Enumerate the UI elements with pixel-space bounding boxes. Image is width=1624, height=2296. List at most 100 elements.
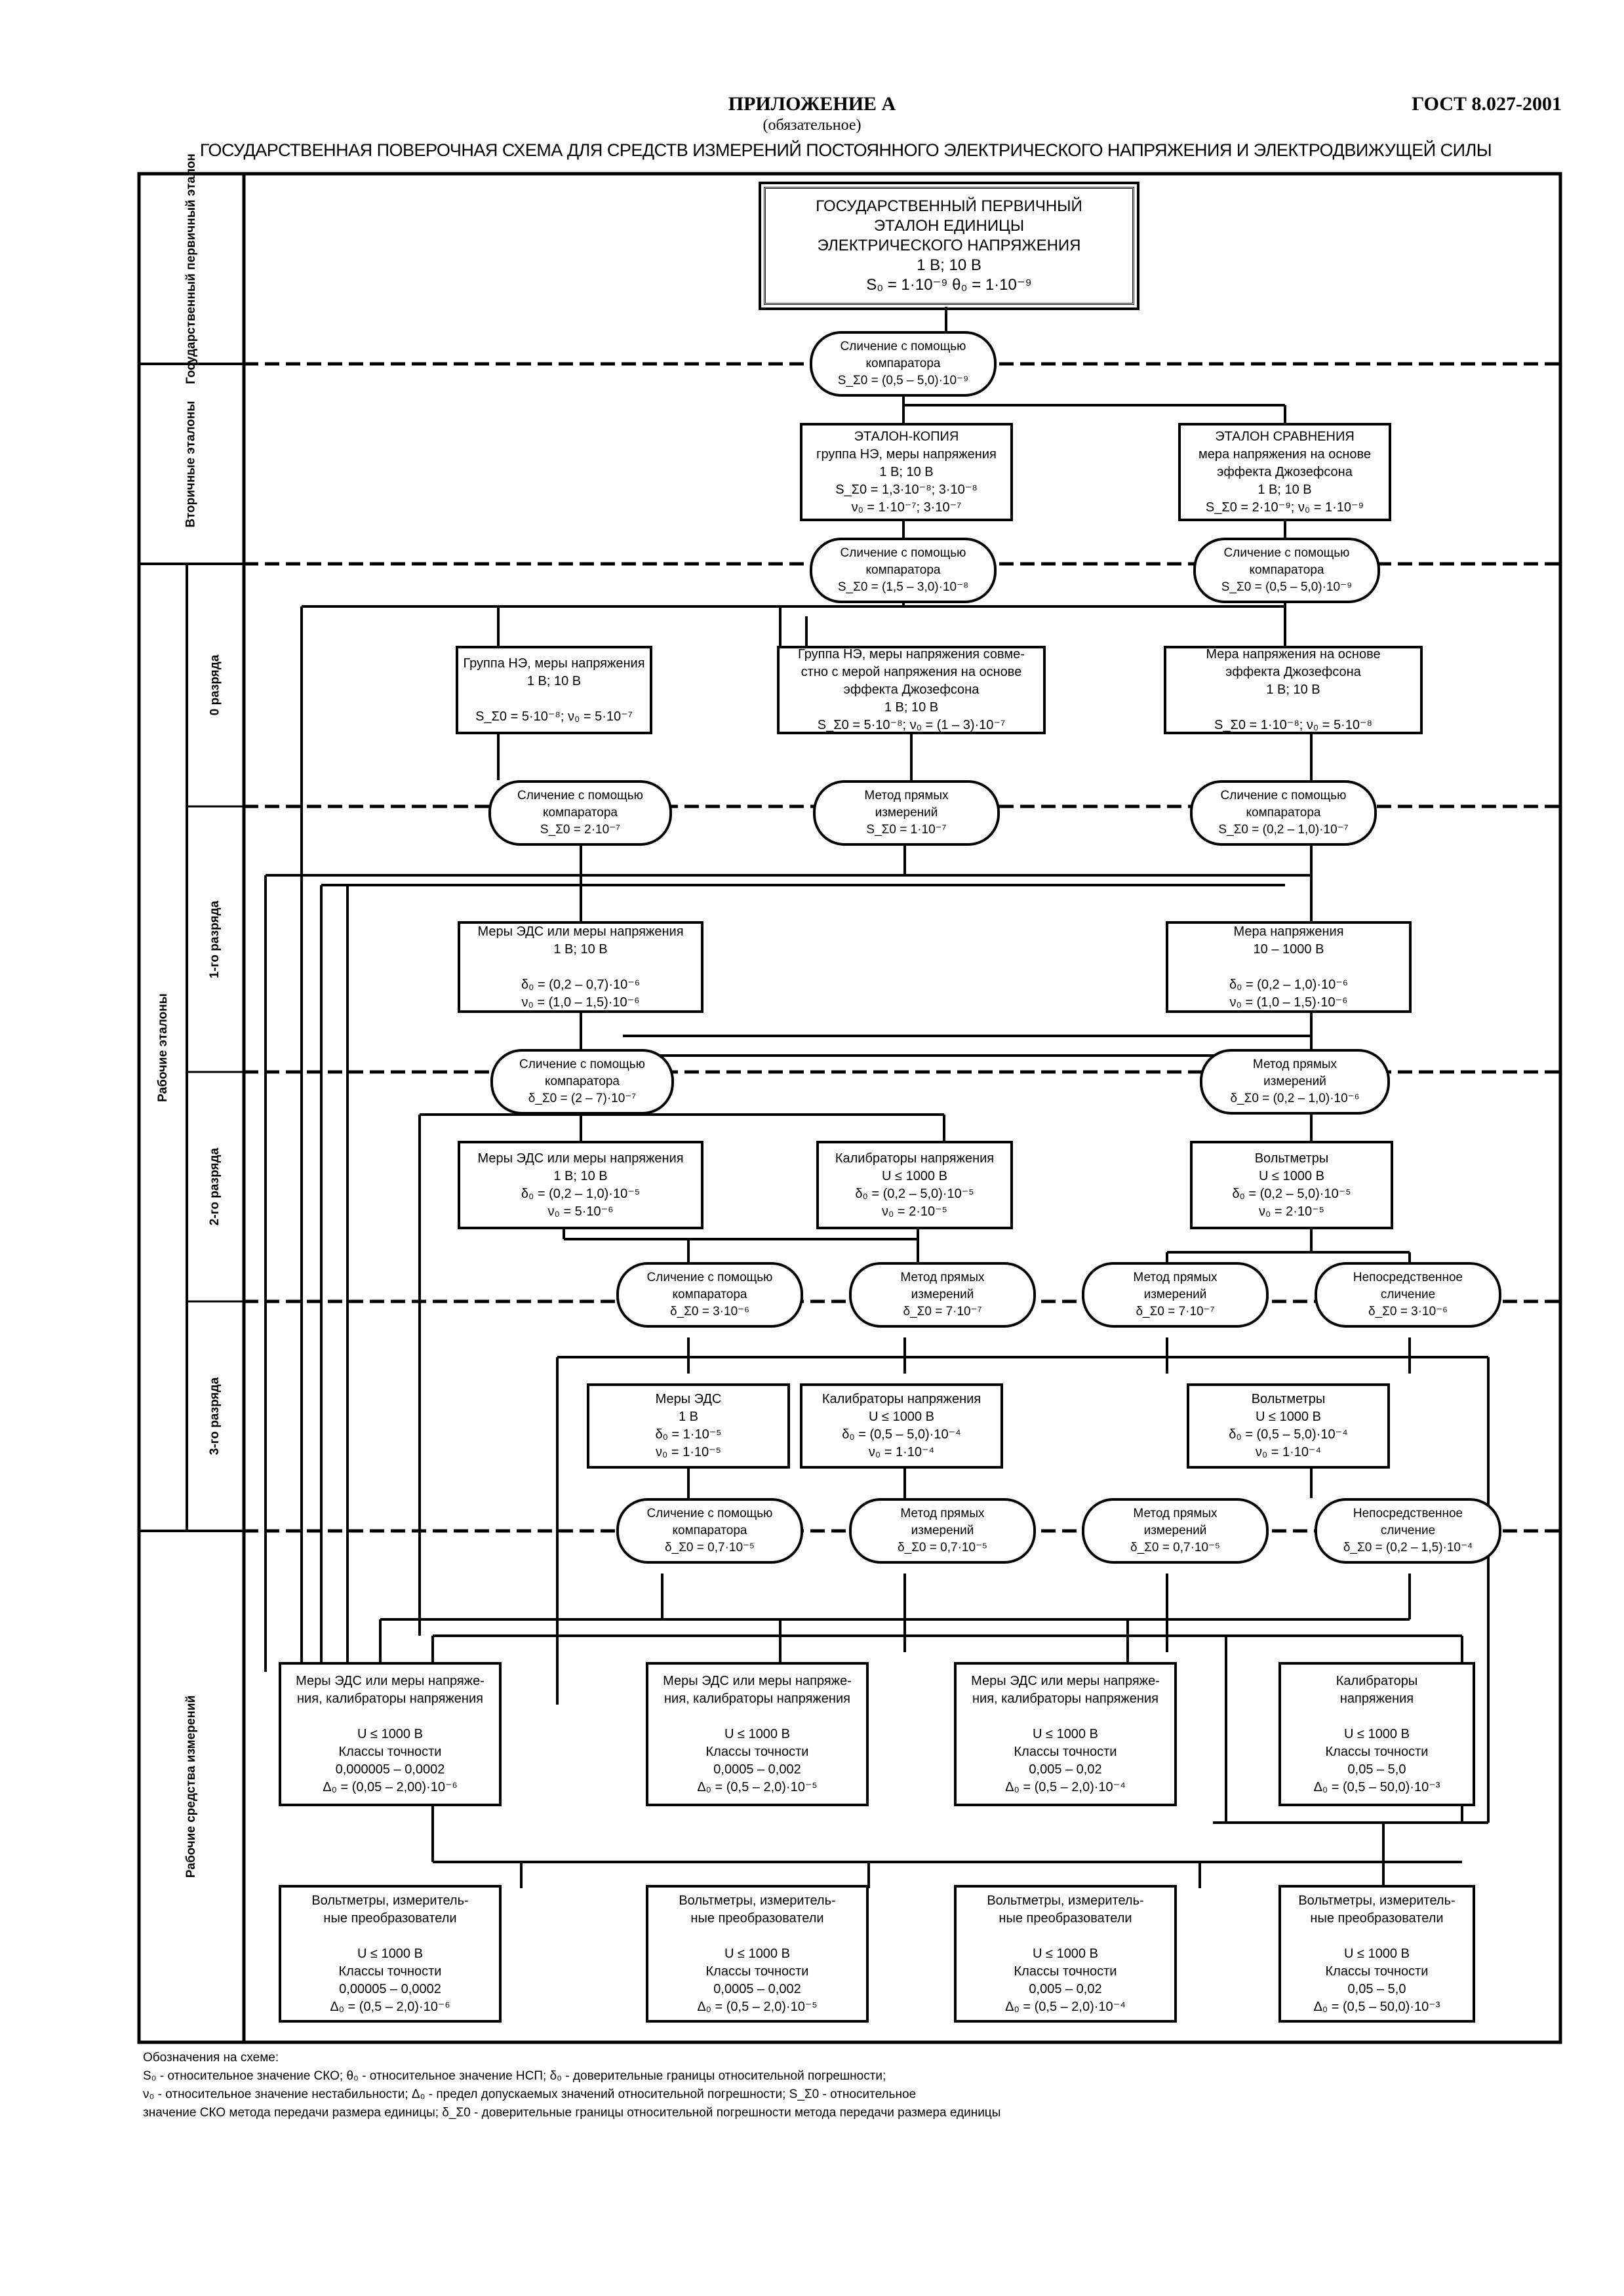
node-text-line: 1 В; 10 В [917, 256, 981, 274]
node-text-line: ν₀ = 2·10⁻⁵ [882, 1204, 947, 1219]
node-text-line: эффекта Джозефсона [1225, 665, 1361, 679]
node-text-line: Вольтметры, измеритель- [987, 1893, 1144, 1908]
node-text-line: 1 В; 10 В [1266, 683, 1320, 697]
band-label-secondary: Вторичные эталоны [184, 400, 198, 528]
node-text-line: S_Σ0 = (0,5 – 5,0)·10⁻⁹ [837, 374, 969, 387]
node-text-line: эффекта Джозефсона [1217, 464, 1353, 479]
node-text-line: S_Σ0 = 1·10⁻⁸; ν₀ = 5·10⁻⁸ [1214, 718, 1372, 732]
node-text-line: δ_Σ0 = (2 – 7)·10⁻⁷ [528, 1092, 637, 1105]
node-text-line: Сличение с помощью [840, 546, 966, 560]
node-text-line: U ≤ 1000 В [1256, 1410, 1321, 1424]
node-text-line: 0,005 – 0,02 [1029, 1762, 1102, 1777]
node-text-line: ν₀ = 5·10⁻⁶ [547, 1204, 614, 1219]
node-text-line: 0,00005 – 0,0002 [339, 1981, 441, 1996]
appendix-title: ПРИЛОЖЕНИЕ А [728, 93, 896, 115]
node-text-line: 1 В; 10 В [553, 1168, 608, 1183]
node-text-line: δ_Σ0 = 0,7·10⁻⁵ [1130, 1541, 1220, 1554]
node-text-line: ные преобразователи [323, 1910, 457, 1926]
node-text-line: Классы точности [338, 1964, 442, 1979]
node-text-line: компаратора [545, 1075, 620, 1088]
node-text-line: Δ₀ = (0,05 – 2,00)·10⁻⁶ [323, 1779, 458, 1794]
node-text-line: измерений [1263, 1075, 1326, 1088]
node-text-line: S_Σ0 = (1,5 – 3,0)·10⁻⁸ [837, 580, 969, 594]
voltmeter-box: Вольтметры, измеритель-ные преобразовате… [646, 1885, 869, 2023]
node-text-line: Мера напряжения [1233, 924, 1344, 939]
node-text-line: U ≤ 1000 В [869, 1410, 934, 1424]
node-text-line: 1 В; 10 В [884, 700, 939, 715]
node-text-line [552, 690, 556, 708]
node-text-line: 1 В; 10 В [553, 941, 608, 957]
node-text-line: U ≤ 1000 В [1033, 1726, 1098, 1741]
node-text-line: Метод прямых [900, 1271, 985, 1284]
node-text-line: Δ₀ = (0,5 – 2,0)·10⁻⁶ [330, 1999, 450, 2014]
node-text-line: Сличение с помощью [517, 789, 643, 802]
node-text-line: Сличение с помощью [646, 1507, 773, 1520]
node-text-line: δ_Σ0 = 3·10⁻⁶ [670, 1305, 749, 1318]
node-text-line: S_Σ0 = 5·10⁻⁸; ν₀ = 5·10⁻⁷ [475, 709, 633, 724]
node-text-line: ν₀ = 1·10⁻⁷; 3·10⁻⁷ [851, 500, 962, 515]
node-text-line: U ≤ 1000 В [882, 1168, 947, 1183]
node-text-line: S_Σ0 = 5·10⁻⁸; ν₀ = (1 – 3)·10⁻⁷ [817, 718, 1006, 732]
node-text-line: измерений [911, 1524, 974, 1537]
node-text-line: Δ₀ = (0,5 – 2,0)·10⁻⁵ [697, 1999, 818, 2014]
node-text-line: Δ₀ = (0,5 – 50,0)·10⁻³ [1313, 1779, 1440, 1794]
band-label-rank0: 0 разряда [208, 654, 222, 716]
node-text-line: U ≤ 1000 В [357, 1946, 423, 1961]
node-text-line: Сличение с помощью [1220, 789, 1347, 802]
node-text-line [388, 1928, 392, 1945]
node-text-line: компаратора [865, 357, 941, 370]
node-text-line: ЭТАЛОН-КОПИЯ [854, 429, 959, 444]
legend: Обозначения на схеме: S₀ - относительное… [143, 2049, 1000, 2122]
node-text-line: ные преобразователи [1310, 1910, 1444, 1926]
node-text-line: напряжения [1339, 1691, 1414, 1706]
node-text-line: U ≤ 1000 В [724, 1726, 790, 1741]
node-text-line: Калибраторы напряжения [835, 1151, 995, 1166]
node-text-line: сличение [1380, 1524, 1436, 1537]
scheme-frame [137, 172, 1562, 2044]
node-text-line: Меры ЭДС или меры напряжения [477, 924, 684, 939]
node-text-line: Меры ЭДС или меры напряже- [663, 1673, 852, 1688]
node-text-line: U ≤ 1000 В [1344, 1726, 1410, 1741]
node-text-line [755, 1928, 759, 1945]
node-text-line: S_Σ0 = 2·10⁻⁷ [540, 823, 621, 837]
instrument-box: Меры ЭДС или меры напряже-ния, калибрато… [954, 1662, 1177, 1806]
node-text-line: ные преобразователи [690, 1910, 824, 1926]
node-text-line: Калибраторы напряжения [822, 1392, 981, 1406]
node-text-line: ния, калибраторы напряжения [972, 1691, 1159, 1706]
instrument-box: Меры ЭДС или меры напряже-ния, калибрато… [279, 1662, 502, 1806]
node-text-line: измерений [875, 806, 938, 820]
node-text-line [1292, 699, 1296, 717]
node-text-line: Δ₀ = (0,5 – 2,0)·10⁻⁴ [1005, 1779, 1126, 1794]
node-text-line: Меры ЭДС [655, 1392, 722, 1406]
node-text-line: Метод прямых [864, 789, 949, 802]
node-text-line: ЭЛЕКТРИЧЕСКОГО НАПРЯЖЕНИЯ [817, 237, 1081, 254]
node-text-line: 1 В; 10 В [879, 464, 934, 479]
node-text-line: Меры ЭДС или меры напряжения [477, 1151, 684, 1166]
node-text-line: компаратора [865, 563, 941, 577]
node-text-line: 1 В; 10 В [1258, 482, 1312, 497]
node-text-line: измерений [1143, 1288, 1207, 1301]
node-text-line: измерений [911, 1288, 974, 1301]
node-text-line: Калибраторы [1336, 1673, 1418, 1688]
node-text-line [1063, 1708, 1067, 1726]
flow-connectors [264, 307, 1490, 1888]
node-text-line: δ₀ = (0,2 – 5,0)·10⁻⁵ [855, 1186, 974, 1201]
band-label-working: Рабочие эталоны [155, 993, 170, 1102]
node-text-line: δ_Σ0 = 3·10⁻⁶ [1368, 1305, 1448, 1318]
node-text-line [1375, 1928, 1379, 1945]
instrument-box: Меры ЭДС или меры напряже-ния, калибрато… [646, 1662, 869, 1806]
band-label-rank3: 3-го разряда [208, 1377, 222, 1455]
node-text-line: Δ₀ = (0,5 – 2,0)·10⁻⁴ [1005, 1999, 1126, 2014]
node-text-line: δ_Σ0 = 0,7·10⁻⁵ [665, 1541, 755, 1554]
